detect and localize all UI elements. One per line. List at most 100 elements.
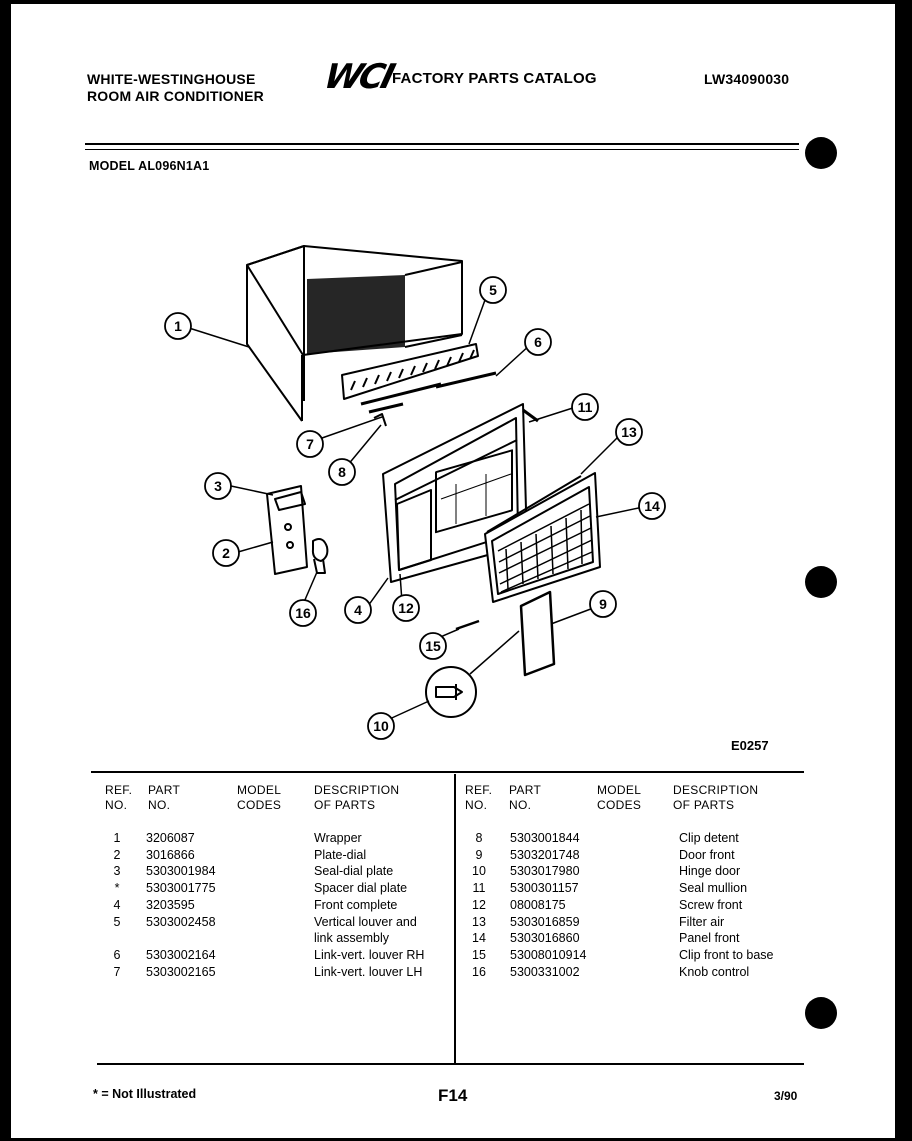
callout-circle xyxy=(296,430,324,458)
ref-number: 9 xyxy=(475,847,483,862)
table-bottom-rule xyxy=(97,1063,804,1065)
callout-2: 2 xyxy=(212,539,240,567)
part-number: 5303001775 xyxy=(146,881,216,896)
callout-number: 12 xyxy=(398,600,414,616)
clip-front-part xyxy=(455,619,480,631)
callout-4: 4 xyxy=(344,596,372,624)
callout-5: 5 xyxy=(479,276,507,304)
callout-number: 15 xyxy=(425,638,441,654)
callout-circle xyxy=(638,492,666,520)
table-top-rule xyxy=(91,771,804,773)
callout-1: 1 xyxy=(164,312,192,340)
page-number: F14 xyxy=(438,1086,468,1105)
header-part-right: PART NO. xyxy=(509,783,542,812)
part-description: Filter air xyxy=(679,914,725,929)
callout-number: 9 xyxy=(599,596,607,612)
ref-number: 12 xyxy=(472,897,486,912)
part-description: Door front xyxy=(679,847,735,862)
hinge-door-part xyxy=(435,684,463,700)
callout-6: 6 xyxy=(524,328,552,356)
louver-assembly-part xyxy=(341,343,479,406)
ref-number: 8 xyxy=(475,831,483,845)
binder-hole-bottom xyxy=(805,997,837,1029)
callout-12: 12 xyxy=(392,594,420,622)
ref-number: 11 xyxy=(472,881,486,896)
ref-number: 5 xyxy=(113,914,121,929)
front-panel-part xyxy=(484,472,601,603)
part-number: 5303017980 xyxy=(510,864,580,879)
callout-7: 7 xyxy=(296,430,324,458)
wrapper-part xyxy=(246,245,463,422)
part-number: 5303002165 xyxy=(146,964,216,979)
diagram-code: E0257 xyxy=(731,738,769,753)
part-number: 5303016860 xyxy=(510,931,580,946)
callout-number: 16 xyxy=(295,605,311,621)
part-description: Screw front xyxy=(679,897,743,912)
callout-number: 6 xyxy=(534,334,542,350)
ref-number: 14 xyxy=(472,931,486,946)
header-part-left: PART NO. xyxy=(148,783,181,812)
header-desc-left: DESCRIPTION OF PARTS xyxy=(314,783,400,812)
catalog-title: FACTORY PARTS CATALOG xyxy=(392,70,597,87)
callout-circle xyxy=(164,312,192,340)
part-number: 5300331002 xyxy=(510,964,580,979)
part-description: Clip front to base xyxy=(679,947,774,962)
door-front-part xyxy=(519,590,556,677)
part-number: 5303002458 xyxy=(146,914,216,929)
callout-circle xyxy=(328,458,356,486)
part-number: 5303001984 xyxy=(146,864,216,879)
part-description: link assembly xyxy=(314,931,390,946)
ref-number: 3 xyxy=(113,864,121,879)
callout-circle xyxy=(419,632,447,660)
part-number: 5303201748 xyxy=(510,847,580,862)
callout-3: 3 xyxy=(204,472,232,500)
ref-number: 10 xyxy=(472,864,486,879)
ref-number: 13 xyxy=(472,914,486,929)
callout-circle xyxy=(571,393,599,421)
part-description: Hinge door xyxy=(679,864,741,879)
callout-circle xyxy=(479,276,507,304)
catalog-number: LW34090030 xyxy=(704,71,790,87)
brand-line-1: WHITE-WESTINGHOUSE xyxy=(87,71,256,87)
clip-detent-part xyxy=(373,413,387,427)
callout-circle xyxy=(367,712,395,740)
header-desc-right: DESCRIPTION OF PARTS xyxy=(673,783,759,812)
revision-date: 3/90 xyxy=(774,1089,798,1103)
callout-16: 16 xyxy=(289,599,317,627)
part-description: Seal-dial plate xyxy=(314,864,394,879)
control-knob-part xyxy=(311,538,329,574)
ref-number: 15 xyxy=(472,947,486,962)
part-number: 5303016859 xyxy=(510,914,580,929)
callout-circle xyxy=(204,472,232,500)
callout-number: 5 xyxy=(489,282,497,298)
part-number: 5303001844 xyxy=(510,831,580,845)
footnote: * = Not Illustrated xyxy=(93,1087,197,1101)
callout-number: 7 xyxy=(306,436,314,452)
part-description: Plate-dial xyxy=(314,847,367,862)
callout-9: 9 xyxy=(589,590,617,618)
part-description: Spacer dial plate xyxy=(314,881,408,896)
part-number: 5300301157 xyxy=(510,881,579,896)
callout-14: 14 xyxy=(638,492,666,520)
callout-circle xyxy=(589,590,617,618)
brand-line-2: ROOM AIR CONDITIONER xyxy=(87,88,264,104)
ref-number: 2 xyxy=(113,847,121,862)
header-rule-1 xyxy=(85,143,799,145)
callout-number: 3 xyxy=(214,478,222,494)
part-description: Seal mullion xyxy=(679,881,748,896)
ref-number: 1 xyxy=(113,831,121,845)
callout-number: 8 xyxy=(338,464,346,480)
part-number: 3203595 xyxy=(146,897,195,912)
part-description: Wrapper xyxy=(314,831,362,845)
model-label: MODEL AL096N1A1 xyxy=(89,159,210,173)
callout-circle xyxy=(344,596,372,624)
air-filter-part xyxy=(486,475,582,533)
part-number: 5303002164 xyxy=(146,947,216,962)
part-description: Panel front xyxy=(679,931,740,946)
ref-number: 16 xyxy=(472,964,486,979)
binder-hole-top xyxy=(805,137,837,169)
part-description: Vertical louver and xyxy=(314,914,417,929)
part-description: Clip detent xyxy=(679,831,739,845)
callout-number: 14 xyxy=(644,498,660,514)
